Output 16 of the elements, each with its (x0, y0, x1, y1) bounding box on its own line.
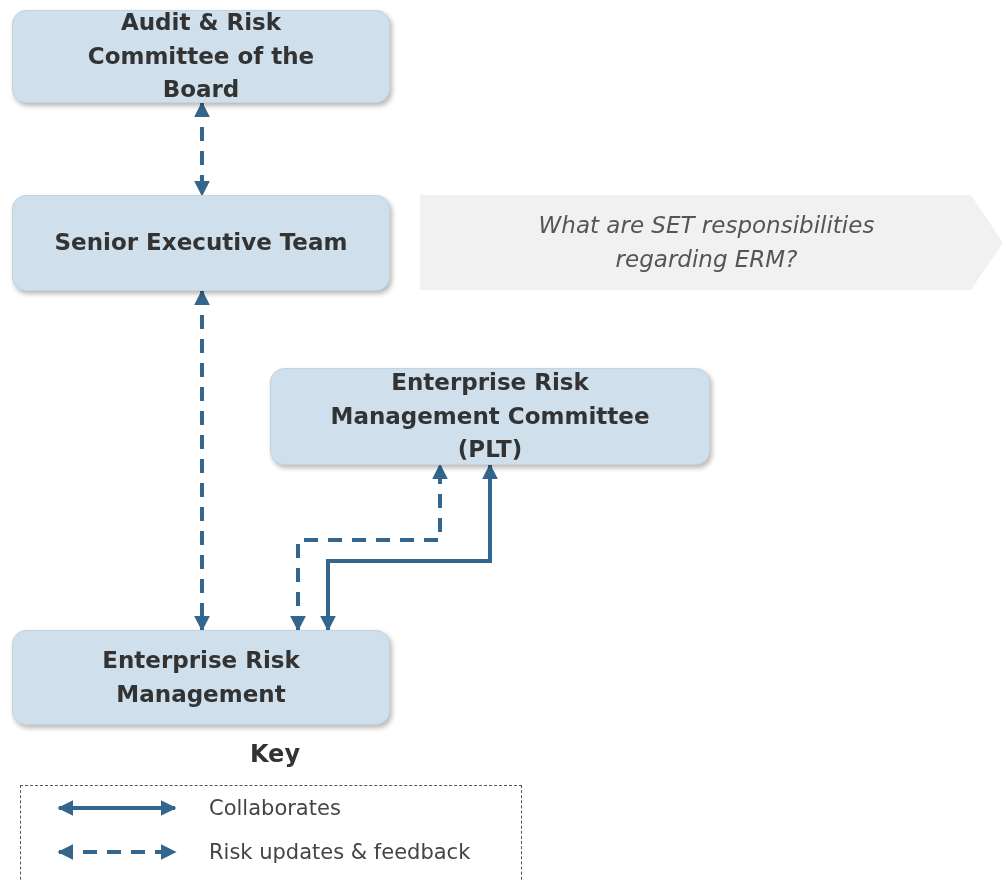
arrow (194, 289, 210, 632)
legend-text: Risk updates & feedback (209, 840, 471, 864)
box-label: Enterprise Risk Management Committee (PLT) (329, 368, 651, 465)
legend-text: Collaborates (209, 796, 341, 820)
box-label: Enterprise Risk Management (101, 646, 301, 709)
question-text: What are SET responsibilities regarding ERM? (537, 211, 876, 274)
process-box (270, 368, 710, 465)
process-box (12, 10, 390, 103)
arrow (194, 101, 210, 197)
arrow (290, 463, 448, 632)
process-box (12, 195, 390, 291)
box-label: Senior Executive Team (54, 228, 348, 258)
process-box (12, 630, 390, 725)
box-label: Audit & Risk Committee of the Board (86, 8, 316, 105)
key-title: Key (248, 740, 302, 768)
arrow (320, 463, 498, 632)
